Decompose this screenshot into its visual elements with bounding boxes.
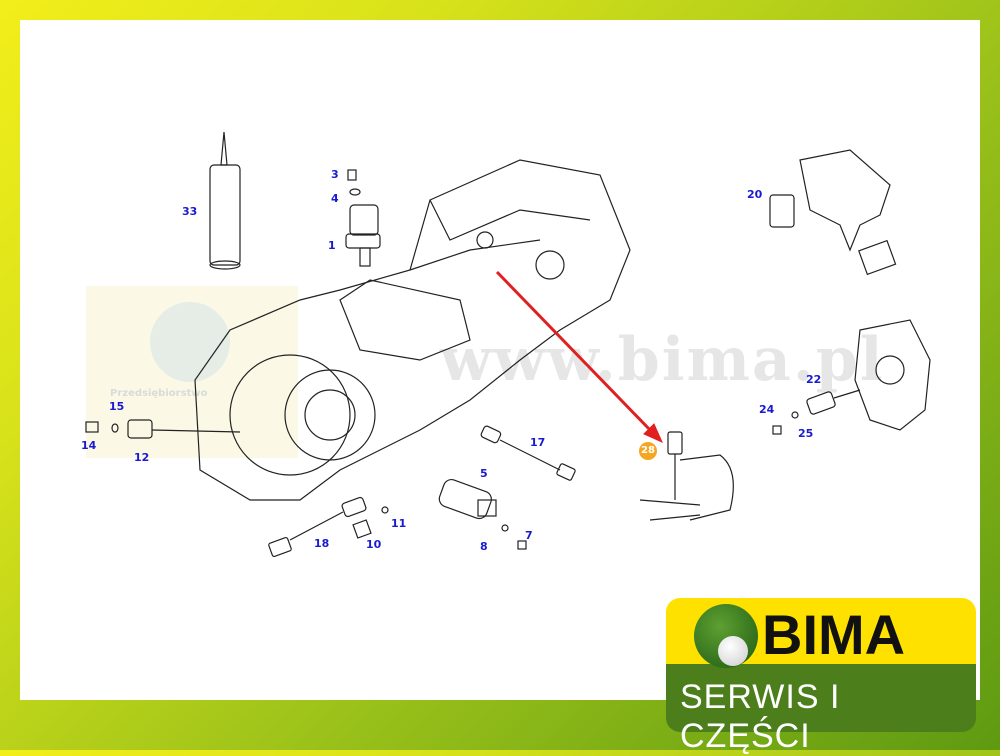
callout-1: 1 [328, 239, 336, 252]
callout-20: 20 [747, 188, 763, 201]
pedal-assembly-20 [769, 149, 897, 276]
logo-ball-highlight-icon [718, 636, 748, 666]
callout-24: 24 [759, 403, 775, 416]
callout-17: 17 [530, 436, 546, 449]
callout-8: 8 [480, 540, 488, 553]
transmission-housing [194, 159, 631, 501]
callout-18: 18 [314, 537, 330, 550]
cable-17 [480, 425, 576, 481]
sensor-1 [345, 169, 381, 267]
watermark-url: www.bima.pl [440, 325, 885, 395]
callout-4: 4 [331, 192, 339, 205]
cable-18 [268, 496, 389, 558]
sensor-5 [438, 479, 527, 550]
callout-11: 11 [391, 517, 407, 530]
callout-22: 22 [806, 373, 822, 386]
callout-14: 14 [81, 439, 97, 452]
callout-7: 7 [525, 529, 533, 542]
sensor-28 [639, 431, 734, 521]
callout-10: 10 [366, 538, 382, 551]
gearbox-22 [772, 319, 931, 435]
logo-tagline: SERWIS I CZĘŚCI [680, 678, 841, 755]
bima-logo: BIMA SERWIS I CZĘŚCI [666, 598, 976, 755]
callout-25: 25 [798, 427, 814, 440]
callout-3: 3 [331, 168, 339, 181]
callout-15: 15 [109, 400, 125, 413]
sensor-12 [85, 419, 241, 439]
callout-12: 12 [134, 451, 150, 464]
watermark-small-text: Przedsiębiorstwo [110, 388, 208, 399]
callout-33: 33 [182, 205, 198, 218]
red-arrow [495, 270, 663, 443]
logo-bottom-band [666, 664, 976, 732]
callout-28-highlighted: 28 [639, 442, 657, 460]
callout-5: 5 [480, 467, 488, 480]
logo-name: BIMA [762, 603, 906, 666]
sealant-tube-33 [209, 131, 241, 270]
watermark-logo [150, 302, 230, 382]
